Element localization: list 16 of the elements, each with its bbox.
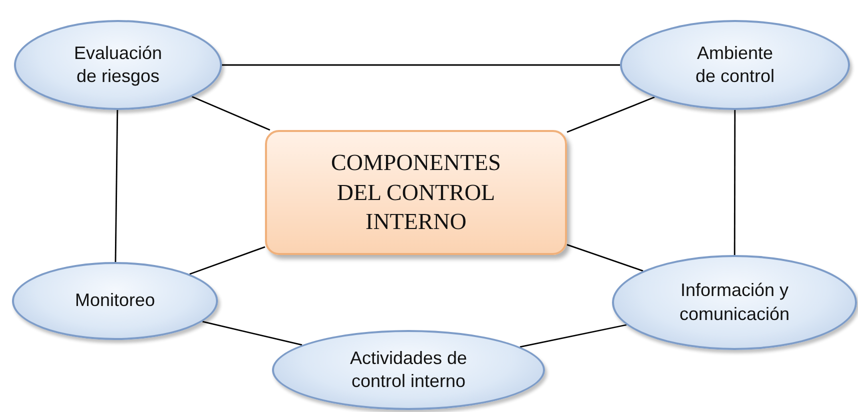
node-label: Evaluación de riesgos [72,42,164,88]
node-label: Actividades de control interno [348,346,468,393]
node-label: Información y comunicación [678,279,791,326]
connector-line [114,110,118,262]
connector-line [222,64,620,66]
connector-line [734,110,736,255]
connector-line [189,246,266,275]
connector-line [520,324,627,348]
node-label: Ambiente de control [694,42,776,88]
connector-line [566,96,655,133]
node-label: Monitoreo [74,289,156,312]
connector-line [202,320,302,346]
connector-line [192,96,270,131]
title-box [265,130,567,255]
connector-line [566,244,644,272]
node-label: COMPONENTES DEL CONTROL INTERNO [330,148,502,236]
